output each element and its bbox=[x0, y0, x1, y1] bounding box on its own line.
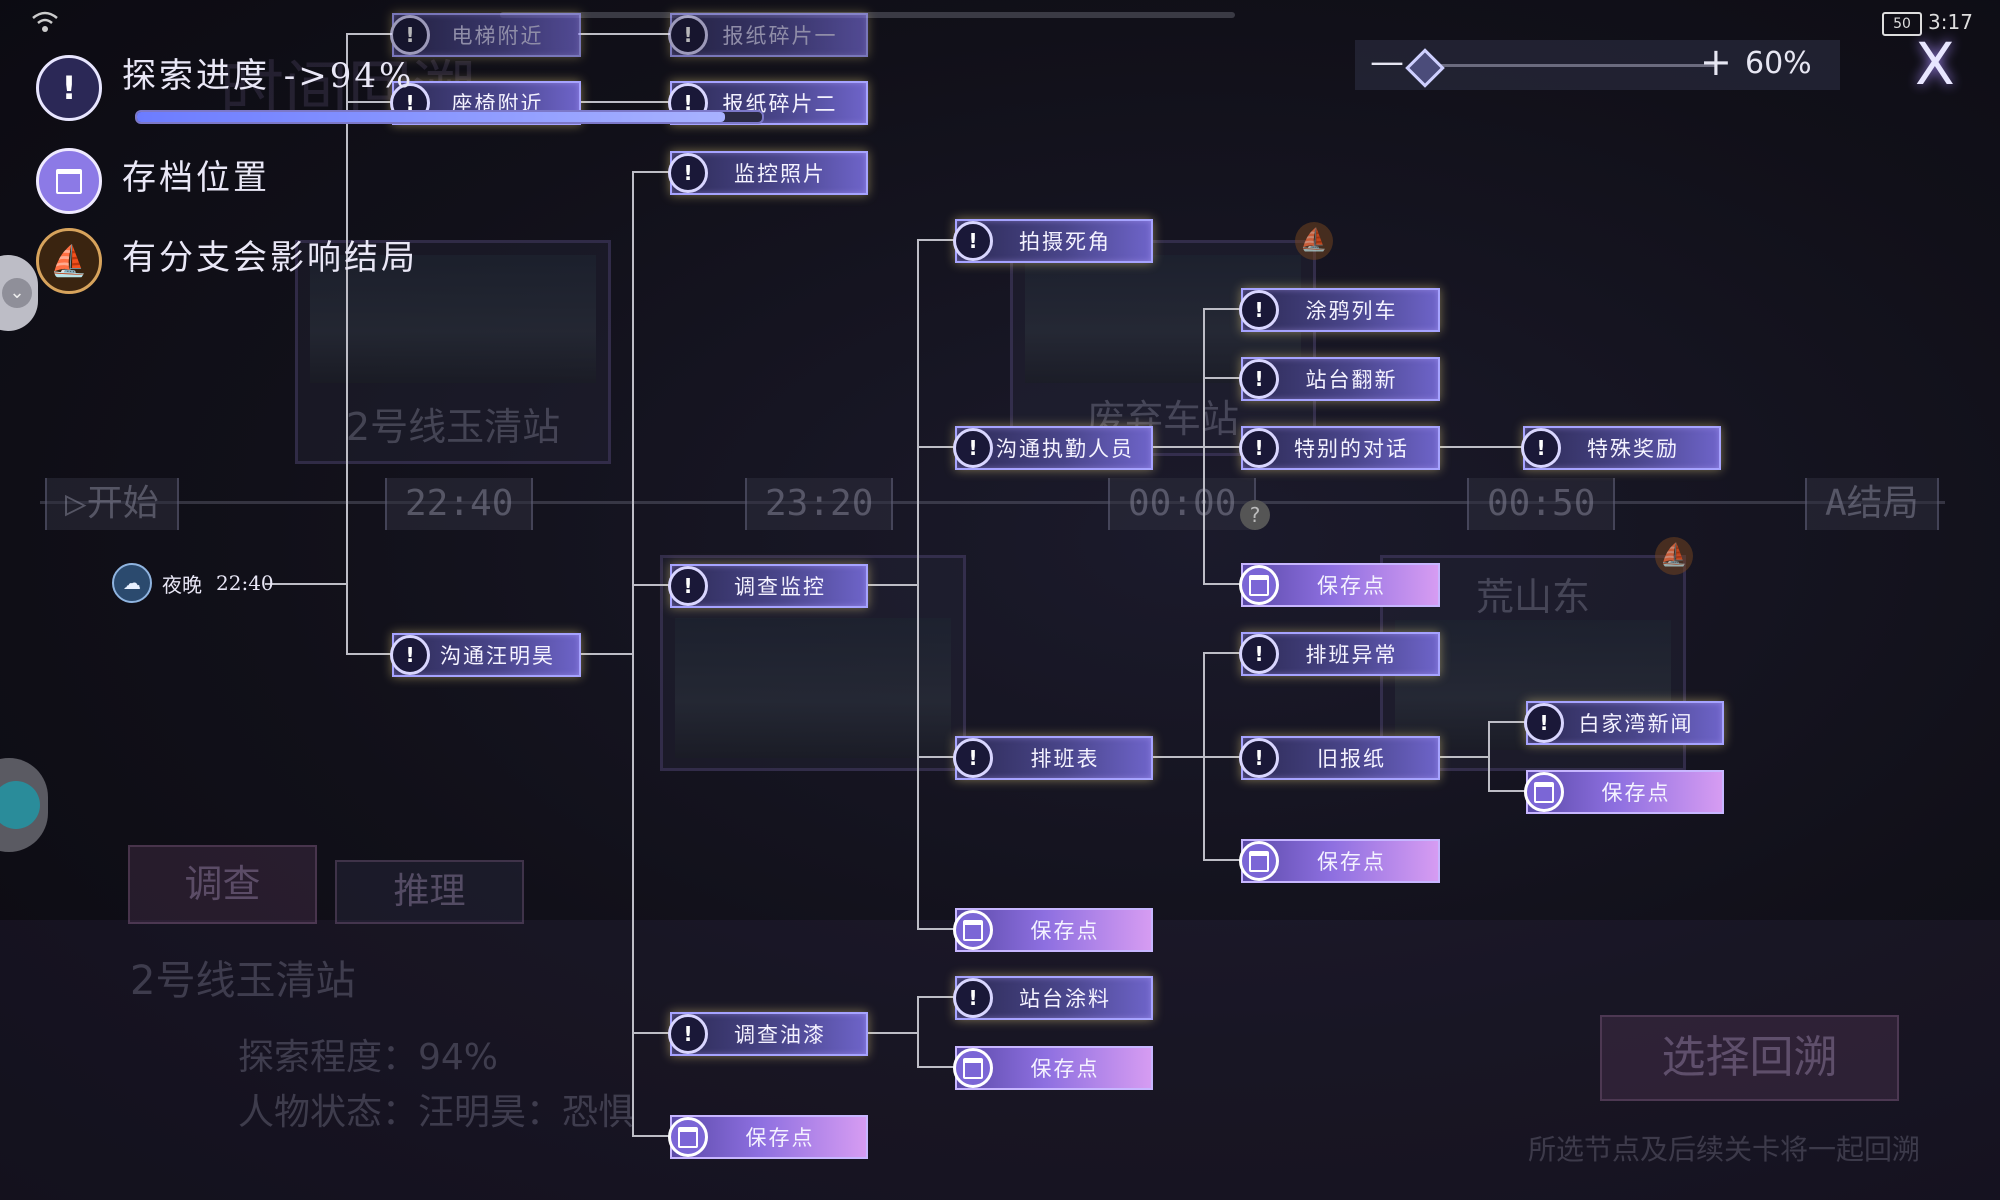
node-check-paint[interactable]: ! 调查油漆 bbox=[668, 1012, 868, 1056]
alert-icon: ! bbox=[953, 978, 993, 1018]
alert-icon: ! bbox=[1239, 428, 1279, 468]
node-check-cctv[interactable]: ! 调查监控 bbox=[668, 564, 868, 608]
save-icon bbox=[1239, 841, 1279, 881]
wifi-icon bbox=[30, 10, 60, 34]
zoom-in-button[interactable]: + bbox=[1700, 40, 1732, 84]
node-save-point[interactable]: 保存点 bbox=[1239, 563, 1440, 607]
start-chip-label: 夜晚 bbox=[162, 572, 202, 597]
alert-icon: ! bbox=[390, 635, 430, 675]
floating-app-button[interactable] bbox=[0, 758, 48, 852]
exploration-progress-label: 探索进度 ->94% bbox=[122, 56, 415, 96]
start-chip[interactable]: ☁ 夜晚 22:40 bbox=[112, 563, 274, 603]
zoom-slider-track[interactable] bbox=[1415, 64, 1715, 67]
save-icon bbox=[953, 910, 993, 950]
branch-icon: ⛵ bbox=[1655, 537, 1693, 575]
node-save-point[interactable]: 保存点 bbox=[668, 1115, 868, 1159]
alert-icon: ! bbox=[1524, 703, 1564, 743]
alert-icon: ! bbox=[1239, 634, 1279, 674]
node-platform-paint[interactable]: ! 站台涂料 bbox=[953, 976, 1153, 1020]
close-button[interactable]: X bbox=[1915, 30, 1955, 98]
node-special-talk[interactable]: ! 特别的对话 bbox=[1239, 426, 1440, 470]
timeline-time-4: 00:50 bbox=[1467, 478, 1616, 530]
alert-icon: ! bbox=[1521, 428, 1561, 468]
node-platform-renovation[interactable]: ! 站台翻新 bbox=[1239, 357, 1440, 401]
tab-investigate[interactable]: 调查 bbox=[128, 845, 317, 924]
cloud-icon: ☁ bbox=[112, 563, 152, 603]
start-chip-time: 22:40 bbox=[216, 571, 274, 595]
rewind-hint: 所选节点及后续关卡将一起回溯 bbox=[1528, 1133, 1921, 1166]
save-icon bbox=[1239, 565, 1279, 605]
scene-card-caption: 荒山东 bbox=[1475, 575, 1590, 619]
node-baijiawan-news[interactable]: ! 白家湾新闻 bbox=[1524, 701, 1724, 745]
save-location-label: 存档位置 bbox=[122, 158, 270, 198]
node-save-point[interactable]: 保存点 bbox=[953, 908, 1153, 952]
save-folder-icon bbox=[36, 148, 102, 214]
alert-icon: ! bbox=[1239, 738, 1279, 778]
save-icon bbox=[668, 1117, 708, 1157]
explore-degree: 探索程度：94% bbox=[238, 1037, 499, 1078]
node-save-point[interactable]: 保存点 bbox=[1524, 770, 1724, 814]
timeline-time-2: 23:20 bbox=[745, 478, 894, 530]
exploration-progress-bar bbox=[135, 110, 764, 124]
timeline-end[interactable]: A结局 bbox=[1805, 478, 1939, 530]
character-state: 人物状态：汪明昊：恐惧 bbox=[238, 1092, 635, 1133]
battery-level: 50 bbox=[1893, 16, 1911, 32]
alert-icon: ! bbox=[668, 153, 708, 193]
alert-icon: ! bbox=[953, 221, 993, 261]
node-schedule-anomaly[interactable]: ! 排班异常 bbox=[1239, 632, 1440, 676]
chevron-down-icon: ⌄ bbox=[2, 278, 32, 308]
station-title: 2号线玉清站 bbox=[130, 958, 356, 1004]
node-schedule[interactable]: ! 排班表 bbox=[953, 736, 1153, 780]
save-icon bbox=[953, 1048, 993, 1088]
branch-sail-icon: ⛵ bbox=[36, 228, 102, 294]
alert-icon: ! bbox=[668, 15, 708, 55]
node-elevator[interactable]: ! 电梯附近 bbox=[390, 13, 581, 57]
node-newspaper-1[interactable]: ! 报纸碎片一 bbox=[668, 13, 868, 57]
node-blind-spot[interactable]: ! 拍摄死角 bbox=[953, 219, 1153, 263]
alert-icon: ! bbox=[668, 1014, 708, 1054]
alert-icon: ! bbox=[953, 428, 993, 468]
alert-icon: ! bbox=[1239, 290, 1279, 330]
scene-card-abandoned: 废弃车站 bbox=[1010, 240, 1316, 456]
battery-icon: 50 bbox=[1882, 12, 1922, 36]
question-icon[interactable]: ? bbox=[1240, 500, 1270, 530]
node-save-point[interactable]: 保存点 bbox=[1239, 839, 1440, 883]
alert-icon: ! bbox=[390, 15, 430, 55]
node-cctv-photo[interactable]: ! 监控照片 bbox=[668, 151, 868, 195]
branch-icon: ⛵ bbox=[1295, 222, 1333, 260]
save-icon bbox=[1524, 772, 1564, 812]
timeline-start[interactable]: ▷开始 bbox=[45, 478, 179, 530]
alert-icon: ! bbox=[1239, 359, 1279, 399]
timeline-time-3: 00:00 bbox=[1108, 478, 1257, 530]
zoom-panel: — + 60% bbox=[1355, 40, 1840, 90]
branch-legend-label: 有分支会影响结局 bbox=[122, 238, 418, 278]
play-icon: ▷ bbox=[65, 483, 87, 524]
timeline-track bbox=[40, 501, 1945, 504]
zoom-out-button[interactable]: — bbox=[1370, 42, 1404, 82]
node-old-newspaper[interactable]: ! 旧报纸 bbox=[1239, 736, 1440, 780]
app-icon bbox=[0, 781, 40, 829]
alert-icon: ! bbox=[36, 55, 102, 121]
zoom-value: 60% bbox=[1745, 46, 1812, 81]
node-graffiti-train[interactable]: ! 涂鸦列车 bbox=[1239, 288, 1440, 332]
node-talk-staff[interactable]: ! 沟通执勤人员 bbox=[953, 426, 1153, 470]
select-rewind-button[interactable]: 选择回溯 bbox=[1600, 1015, 1899, 1101]
scene-card-caption: 2号线玉清站 bbox=[345, 405, 561, 449]
clock: 3:17 bbox=[1928, 10, 1973, 34]
node-special-reward[interactable]: ! 特殊奖励 bbox=[1521, 426, 1721, 470]
timeline-time-1: 22:40 bbox=[385, 478, 534, 530]
node-save-point[interactable]: 保存点 bbox=[953, 1046, 1153, 1090]
tab-reasoning[interactable]: 推理 bbox=[335, 860, 524, 924]
zoom-slider-knob[interactable] bbox=[1405, 48, 1445, 88]
alert-icon: ! bbox=[668, 566, 708, 606]
exploration-progress-fill bbox=[137, 112, 725, 122]
alert-icon: ! bbox=[953, 738, 993, 778]
collapse-button[interactable]: ⌄ bbox=[0, 255, 38, 331]
node-talk-wang[interactable]: ! 沟通汪明昊 bbox=[390, 633, 581, 677]
